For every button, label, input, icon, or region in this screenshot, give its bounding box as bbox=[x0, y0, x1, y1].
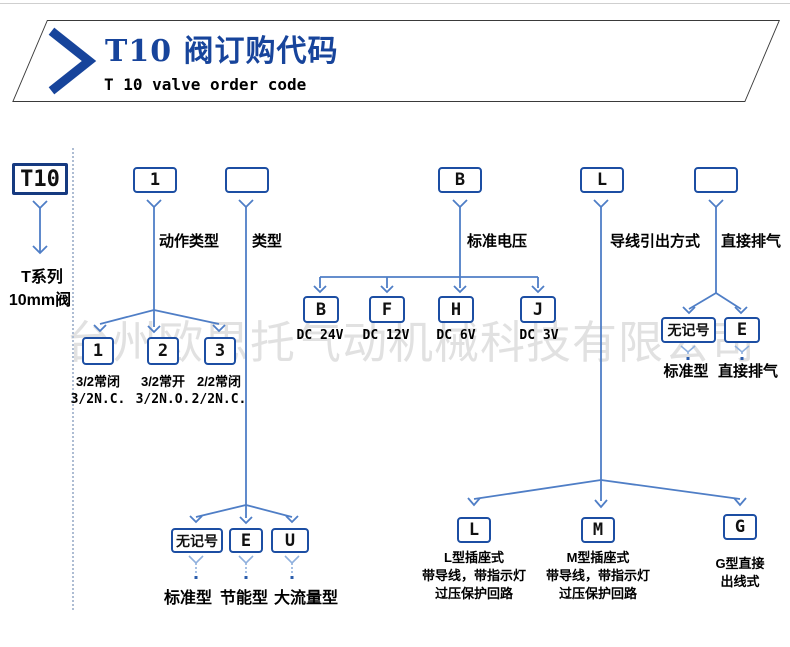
option-box-type-e: E bbox=[229, 528, 263, 553]
voltage-f-label: DC 12V bbox=[362, 328, 410, 343]
action-3-name-cn: 2/2常闭 bbox=[196, 374, 242, 389]
position-box-type bbox=[225, 167, 269, 193]
wire-g-line1: G型直接 bbox=[715, 556, 765, 571]
action-3-name-en: 2/2N.C. bbox=[191, 392, 247, 407]
code-box-root: T10 bbox=[12, 163, 68, 195]
exhaust-none-label: 标准型 bbox=[663, 363, 709, 380]
option-box-type-u: U bbox=[271, 528, 309, 553]
option-box-voltage-j: J bbox=[520, 296, 556, 323]
type-none-label: 标准型 bbox=[163, 590, 213, 607]
action-1-name-cn: 3/2常闭 bbox=[75, 374, 121, 389]
option-box-wire-g: G bbox=[723, 514, 757, 540]
option-box-exhaust-e: E bbox=[724, 317, 760, 343]
option-box-type-none: 无记号 bbox=[171, 528, 223, 553]
page-top-rule bbox=[0, 3, 790, 4]
position-box-action: 1 bbox=[133, 167, 177, 193]
exhaust-e-label: 直接排气 bbox=[717, 363, 779, 380]
wire-l-line2: 带导线，带指示灯 bbox=[421, 568, 527, 583]
position-box-voltage: B bbox=[438, 167, 482, 193]
wire-g-description: G型直接 出线式 bbox=[715, 555, 764, 591]
label-lead-wire-style: 导线引出方式 bbox=[609, 233, 701, 250]
option-box-wire-l: L bbox=[457, 517, 491, 543]
wire-l-description: L型插座式 带导线，带指示灯 过压保护回路 bbox=[422, 549, 526, 603]
root-caption-line1: T系列 bbox=[21, 269, 63, 286]
action-2-name-en: 3/2N.O. bbox=[135, 392, 191, 407]
position-box-wire: L bbox=[580, 167, 624, 193]
wire-l-line3: 过压保护回路 bbox=[434, 586, 514, 601]
option-box-voltage-b: B bbox=[303, 296, 339, 323]
voltage-b-label: DC 24V bbox=[296, 328, 344, 343]
option-box-wire-m: M bbox=[581, 517, 615, 543]
option-box-voltage-h: H bbox=[438, 296, 474, 323]
option-box-voltage-f: F bbox=[369, 296, 405, 323]
page-subtitle: T 10 valve order code bbox=[104, 75, 307, 94]
wire-m-line3: 过压保护回路 bbox=[558, 586, 638, 601]
voltage-j-label: DC 3V bbox=[519, 328, 559, 343]
label-standard-voltage: 标准电压 bbox=[466, 233, 528, 250]
action-1-name-en: 3/2N.C. bbox=[70, 392, 126, 407]
option-box-action-1: 1 bbox=[82, 337, 114, 365]
option-box-action-2: 2 bbox=[147, 337, 179, 365]
action-2-name-cn: 3/2常开 bbox=[140, 374, 186, 389]
option-box-action-3: 3 bbox=[204, 337, 236, 365]
wire-g-line2: 出线式 bbox=[720, 574, 760, 589]
wire-l-line1: L型插座式 bbox=[444, 550, 504, 565]
option-box-exhaust-none: 无记号 bbox=[661, 317, 716, 343]
label-direct-exhaust: 直接排气 bbox=[720, 233, 782, 250]
wire-m-line2: 带导线，带指示灯 bbox=[545, 568, 651, 583]
voltage-h-label: DC 6V bbox=[436, 328, 476, 343]
type-e-label: 节能型 bbox=[219, 590, 269, 607]
root-caption-line2: 10mm阀 bbox=[8, 292, 72, 309]
dotted-separator bbox=[72, 148, 74, 610]
type-u-label: 大流量型 bbox=[273, 590, 339, 607]
wire-m-line1: M型插座式 bbox=[566, 550, 630, 565]
wire-m-description: M型插座式 带导线，带指示灯 过压保护回路 bbox=[546, 549, 650, 603]
page-title: T10 阀订购代码 bbox=[105, 34, 339, 69]
label-action-type: 动作类型 bbox=[158, 233, 220, 250]
position-box-exhaust bbox=[694, 167, 738, 193]
label-type: 类型 bbox=[251, 233, 283, 250]
